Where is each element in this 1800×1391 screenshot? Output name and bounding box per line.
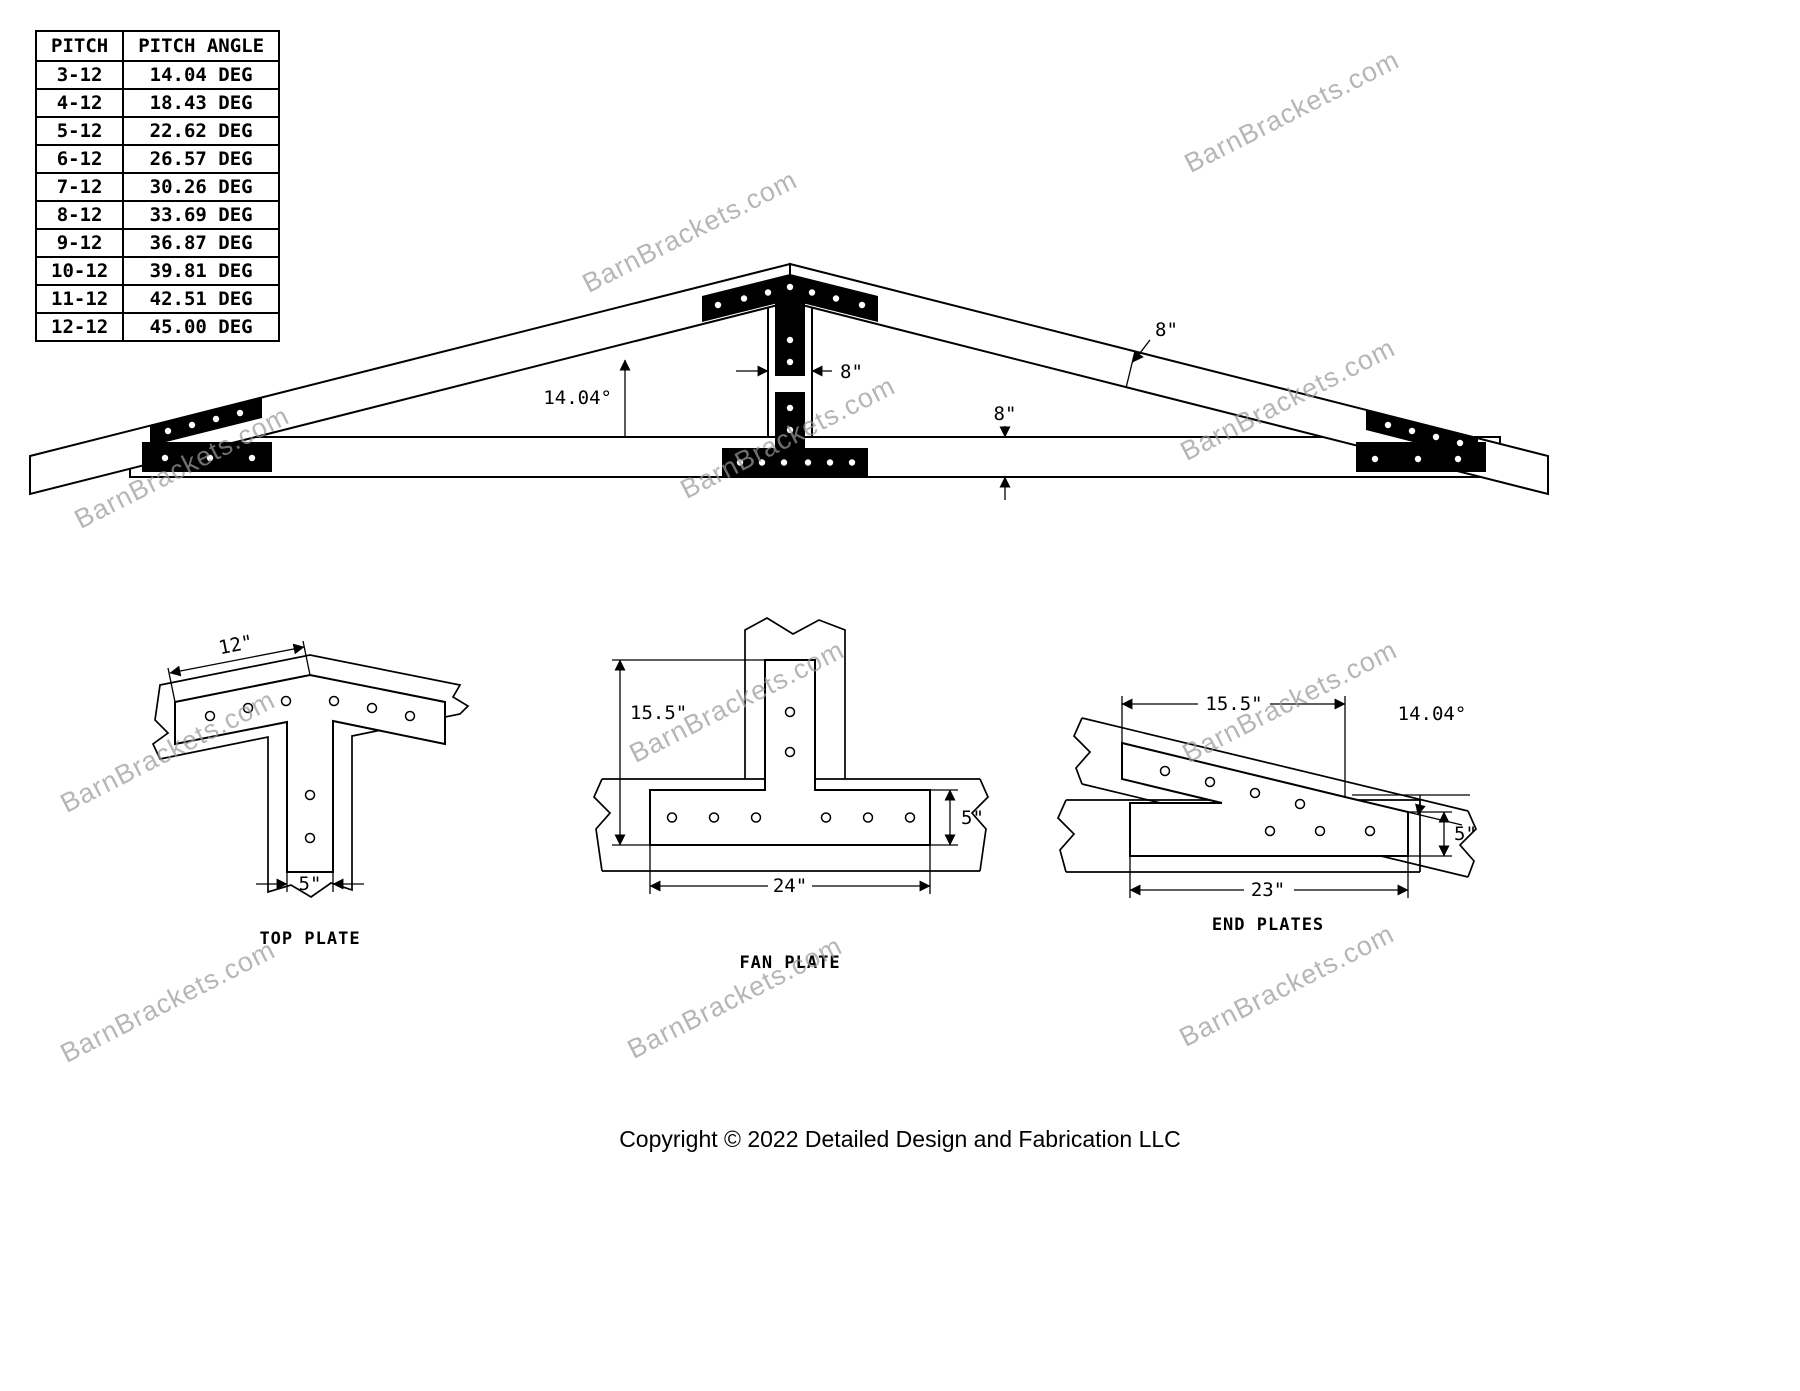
left-end-bracket-holes	[161, 409, 256, 462]
end-plate-angle-dimension: 14.04°	[1398, 703, 1467, 725]
end-plates-detail: 15.5" 14.04° 5" 23" END PLATES	[1056, 693, 1478, 935]
fan-plate-detail: 15.5" 5" 24" FAN PLATE	[592, 617, 990, 973]
copyright-text: Copyright © 2022 Detailed Design and Fab…	[619, 1126, 1181, 1152]
center-bracket-holes	[736, 404, 856, 466]
right-end-bracket-holes	[1371, 421, 1464, 463]
truss-diagram: 14.04° 8" 8" 8"	[29, 262, 1549, 500]
left-end-bracket	[142, 398, 272, 472]
pitch-cell: 12-12	[34, 312, 125, 342]
truss-pitch-angle-dimension: 14.04°	[543, 387, 612, 409]
angle-cell: 39.81 DEG	[122, 256, 281, 286]
pitch-angle-header: PITCH ANGLE	[122, 30, 281, 62]
top-plate-stem-dimension: 5"	[299, 873, 322, 895]
pitch-cell: 4-12	[34, 88, 125, 118]
angle-cell: 14.04 DEG	[122, 60, 281, 90]
pitch-cell: 10-12	[34, 256, 125, 286]
end-plate-holes	[1159, 765, 1376, 837]
end-plate-top-dimension: 15.5"	[1205, 693, 1262, 715]
top-plate-timber-outline	[151, 654, 470, 899]
top-plate-detail: 12" 5" TOP PLATE	[151, 631, 470, 949]
angle-cell: 22.62 DEG	[122, 116, 281, 146]
pitch-cell: 3-12	[34, 60, 125, 90]
angle-cell: 45.00 DEG	[122, 312, 281, 342]
end-plates-label: END PLATES	[1212, 915, 1324, 935]
pitch-cell: 8-12	[34, 200, 125, 230]
angle-cell: 33.69 DEG	[122, 200, 281, 230]
angle-cell: 18.43 DEG	[122, 88, 281, 118]
top-plate-label: TOP PLATE	[259, 929, 360, 949]
end-plate-bottom-dimension: 23"	[1251, 879, 1285, 901]
fan-plate-label: FAN PLATE	[739, 953, 840, 973]
pitch-cell: 5-12	[34, 116, 125, 146]
end-plate-bar-dimension: 5"	[1454, 823, 1477, 845]
pitch-cell: 7-12	[34, 172, 125, 202]
fan-plate-height-dimension: 15.5"	[630, 702, 687, 724]
pitch-cell: 9-12	[34, 228, 125, 258]
fan-plate-holes	[666, 706, 916, 823]
angle-cell: 26.57 DEG	[122, 144, 281, 174]
angle-cell: 30.26 DEG	[122, 172, 281, 202]
pitch-cell: 6-12	[34, 144, 125, 174]
fan-plate-bar-dimension: 5"	[961, 807, 984, 829]
table-header-row: PITCH PITCH ANGLE	[34, 30, 281, 62]
top-plate-holes	[204, 695, 416, 844]
fan-plate-width-dimension: 24"	[773, 875, 807, 897]
center-bracket	[722, 392, 868, 477]
truss-post-width-dimension: 8"	[840, 361, 863, 383]
fan-plate-post-outline	[744, 617, 846, 779]
peak-bracket-holes	[714, 283, 866, 366]
truss-rafter-depth-dimension: 8"	[1155, 319, 1178, 341]
truss-chord-depth-dimension: 8"	[994, 403, 1017, 425]
angle-cell: 36.87 DEG	[122, 228, 281, 258]
pitch-cell: 11-12	[34, 284, 125, 314]
angle-cell: 42.51 DEG	[122, 284, 281, 314]
pitch-header: PITCH	[34, 30, 125, 62]
top-plate-outline	[174, 673, 446, 873]
top-plate-arm-dimension: 12"	[217, 631, 255, 659]
